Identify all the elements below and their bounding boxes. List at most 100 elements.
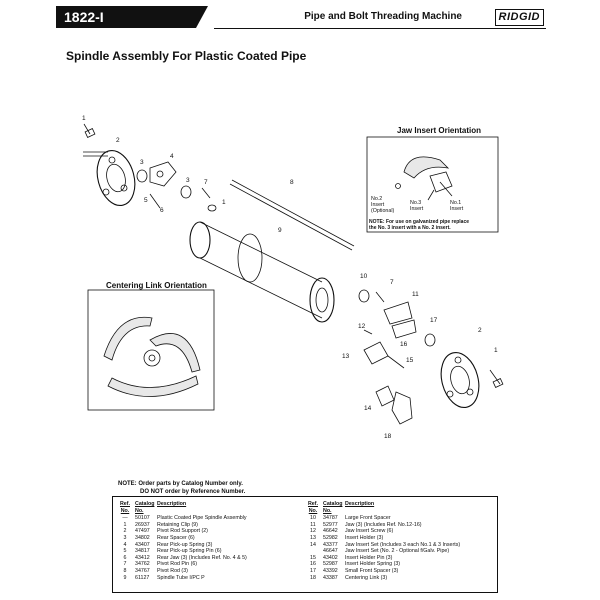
ref-cell: 4 xyxy=(123,541,127,548)
ref-cell: 12 xyxy=(310,528,316,535)
retaining-clip-1 xyxy=(83,123,96,138)
callout: 14 xyxy=(364,405,372,412)
description-cell: Insert Holder (3) xyxy=(345,534,384,541)
catalog-cell: 34802 xyxy=(135,534,150,541)
callout: 3 xyxy=(140,159,144,166)
callout: 17 xyxy=(430,317,438,324)
header-description: Description xyxy=(345,501,375,507)
callout: 1 xyxy=(494,347,498,354)
catalog-cell: 46647 xyxy=(323,548,338,555)
ref-cell: 9 xyxy=(123,574,127,581)
description-cell: Plastic Coated Pipe Spindle Assembly xyxy=(157,515,247,522)
callout: 8 xyxy=(290,179,294,186)
description-cell: Spindle Tube I/PC P xyxy=(157,574,205,581)
centering-orientation-title: Centering Link Orientation xyxy=(106,281,207,290)
callout: 18 xyxy=(384,433,392,440)
insert-holder xyxy=(363,341,405,369)
description-cell: Small Front Spacer (3) xyxy=(345,567,399,574)
table-row: 9 61127 Spindle Tube I/PC P xyxy=(117,575,297,582)
description-cell: Jaw Insert Set (Includes 3 each No.1 & 3… xyxy=(345,541,461,548)
ref-cell: 17 xyxy=(310,567,316,574)
ref-cell: 3 xyxy=(123,534,127,541)
catalog-cell: 61127 xyxy=(135,574,150,581)
catalog-cell: 34817 xyxy=(135,548,150,555)
description-cell: Jaw (3) (Includes Ref. No.12-16) xyxy=(345,521,422,528)
description-cell: Rear Pick-up Spring Pin (6) xyxy=(157,548,222,555)
order-note: NOTE: Order parts by Catalog Number only… xyxy=(118,480,245,496)
description-cell: Pivot Rod Support (2) xyxy=(157,528,208,535)
table-row: 1 26937 Retaining Clip (9) xyxy=(117,522,297,529)
centering-links xyxy=(103,316,201,397)
ref-cell: 18 xyxy=(310,574,316,581)
ref-cell: — xyxy=(122,515,128,522)
table-header: Ref. No. Catalog No. Description xyxy=(117,501,297,514)
ridgid-logo: RIDGID xyxy=(494,9,544,26)
description-cell: Large Front Spacer xyxy=(345,515,391,522)
description-cell: Rear Jaw (3) (Includes Ref. No. 4 & 5) xyxy=(157,554,247,561)
callout: 13 xyxy=(342,353,350,360)
callout: 4 xyxy=(170,153,174,160)
callout: 16 xyxy=(400,341,408,348)
jaw-orientation-title: Jaw Insert Orientation xyxy=(397,126,482,135)
ref-cell: 13 xyxy=(310,534,316,541)
header-catalog: Catalog No. xyxy=(323,501,343,514)
header-description: Description xyxy=(157,501,187,507)
ref-cell: 1 xyxy=(123,521,127,528)
catalog-cell: 52977 xyxy=(323,521,338,528)
catalog-cell: 43377 xyxy=(323,541,338,548)
header-rule: Pipe and Bolt Threading Machine RIDGID xyxy=(214,6,546,29)
callout: 11 xyxy=(412,291,419,298)
description-cell: Rear Spacer (6) xyxy=(157,534,195,541)
description-cell: Pivot Rod Pin (6) xyxy=(157,561,198,568)
ref-cell: 14 xyxy=(310,541,316,548)
catalog-cell: 26937 xyxy=(135,521,150,528)
description-cell: Retaining Clip (9) xyxy=(157,521,198,528)
ref-cell xyxy=(305,548,321,555)
model-number: 1822-I xyxy=(56,6,208,28)
spindle-tube xyxy=(189,221,335,323)
callout: 9 xyxy=(278,227,282,234)
description-cell: Pivot Rod (3) xyxy=(157,567,188,574)
ref-cell: 15 xyxy=(310,554,316,561)
header-ref: Ref. No. xyxy=(119,501,130,514)
callout: 7 xyxy=(204,179,208,186)
catalog-cell: 34767 xyxy=(135,567,150,574)
pivot-rod-support-right xyxy=(440,352,480,408)
assembly-title: Spindle Assembly For Plastic Coated Pipe xyxy=(66,49,307,63)
catalog-cell: 52987 xyxy=(323,561,338,568)
exploded-diagram: 1 2 3 4 5 6 3 7 8 1 9 10 7 11 12 16 17 2… xyxy=(82,115,504,440)
callout: 5 xyxy=(144,197,148,204)
pivot-rod-support-left xyxy=(96,150,136,206)
label-no3: No.3 Insert xyxy=(410,200,424,212)
callout: 2 xyxy=(116,137,120,144)
catalog-cell: 47497 xyxy=(135,528,150,535)
header-ref: Ref. No. xyxy=(307,501,318,514)
ref-cell: 10 xyxy=(310,515,316,522)
ref-cell: 16 xyxy=(310,561,316,568)
description-cell: Centering Link (3) xyxy=(345,574,388,581)
ref-cell: 2 xyxy=(123,528,127,535)
table-row: 3 34802 Rear Spacer (6) xyxy=(117,535,297,542)
jaw-orientation-box xyxy=(366,136,499,233)
centering-orientation-box xyxy=(87,289,215,411)
label-no2: No.2 Insert (Optional) xyxy=(371,196,395,214)
label-no1: No.1 Insert xyxy=(450,200,464,212)
order-note-line-2: DO NOT order by Reference Number. xyxy=(140,489,246,495)
description-cell: Insert Holder Spring (3) xyxy=(345,561,401,568)
description-cell: Insert Holder Pin (3) xyxy=(345,554,393,561)
table-row: 16 52987 Insert Holder Spring (3) xyxy=(305,561,493,568)
catalog-cell: 43407 xyxy=(135,541,150,548)
callout: 2 xyxy=(478,327,482,334)
